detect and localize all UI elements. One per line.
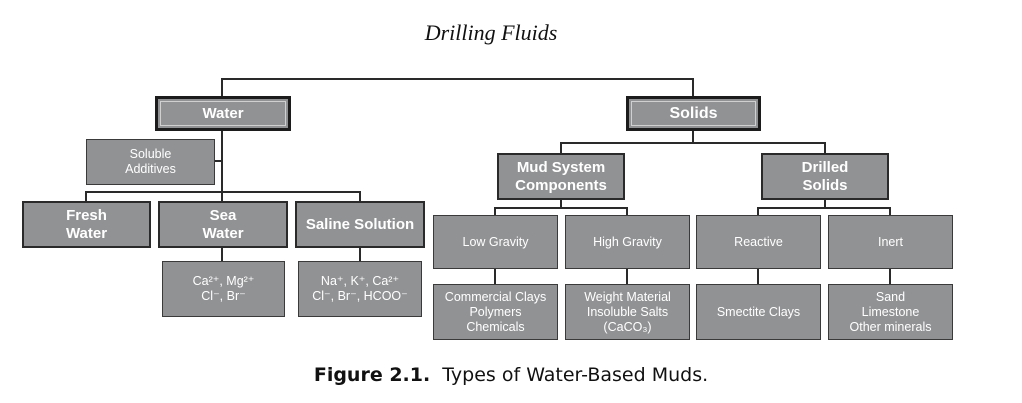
node-label: Solids <box>669 104 718 122</box>
node-label: Fresh <box>66 206 107 224</box>
node-label: Soluble <box>129 147 172 161</box>
node-label: Limestone <box>861 304 920 319</box>
node-solids: Solids <box>626 96 761 131</box>
node-label: Inert <box>877 234 903 249</box>
node-label: Components <box>515 176 607 194</box>
node-saline-ions: Na⁺, K⁺, Ca²⁺ Cl⁻, Br⁻, HCOO⁻ <box>298 261 422 317</box>
figure-label: Figure 2.1. <box>313 364 431 386</box>
node-inert: Inert <box>828 215 953 269</box>
node-high-gravity: High Gravity <box>565 215 690 269</box>
node-label: Weight Material <box>584 289 671 304</box>
node-label: Commercial Clays <box>444 289 547 304</box>
node-label: Cl⁻, Br⁻, HCOO⁻ <box>312 289 408 303</box>
node-reactive: Reactive <box>696 215 821 269</box>
node-label: Water <box>65 224 108 242</box>
node-label: Smectite Clays <box>716 304 801 319</box>
node-label: Drilled <box>801 158 849 176</box>
node-mud-system-components: Mud System Components <box>497 153 625 200</box>
node-label: Insoluble Salts <box>586 304 669 319</box>
node-saline-solution: Saline Solution <box>295 201 425 248</box>
node-low-gravity: Low Gravity <box>433 215 558 269</box>
node-label: Mud System <box>516 158 606 176</box>
node-label: Reactive <box>734 234 783 249</box>
node-drilled-solids: Drilled Solids <box>761 153 889 200</box>
node-label: High Gravity <box>593 234 662 249</box>
node-sea-water-ions: Ca²⁺, Mg²⁺ Cl⁻, Br⁻ <box>162 261 285 317</box>
node-soluble-additives: Soluble Additives <box>86 139 215 185</box>
node-reactive-items: Smectite Clays <box>696 284 821 340</box>
node-label: Saline Solution <box>305 215 415 233</box>
node-label: Water <box>202 104 244 122</box>
node-label: Cl⁻, Br⁻ <box>201 289 246 303</box>
diagram-title: Drilling Fluids <box>424 20 558 45</box>
node-label: Additives <box>125 162 176 176</box>
node-sea-water: Sea Water <box>158 201 288 248</box>
node-label: Na⁺, K⁺, Ca²⁺ <box>320 274 400 288</box>
node-water: Water <box>155 96 291 131</box>
figure-text: Types of Water-Based Muds. <box>442 364 709 386</box>
node-label: Low Gravity <box>462 234 529 249</box>
figure-caption: Figure 2.1. Types of Water-Based Muds. <box>0 364 1022 386</box>
node-fresh-water: Fresh Water <box>22 201 151 248</box>
node-label: Ca²⁺, Mg²⁺ <box>192 274 255 288</box>
node-high-gravity-items: Weight Material Insoluble Salts (CaCO₃) <box>565 284 690 340</box>
node-label: Polymers <box>469 304 522 319</box>
node-label: Other minerals <box>849 319 932 334</box>
node-inert-items: Sand Limestone Other minerals <box>828 284 953 340</box>
node-low-gravity-items: Commercial Clays Polymers Chemicals <box>433 284 558 340</box>
node-label: Chemicals <box>466 319 525 334</box>
node-label: (CaCO₃) <box>603 319 652 334</box>
node-label: Sea <box>209 206 237 224</box>
node-label: Sand <box>875 289 906 304</box>
node-label: Solids <box>802 176 848 194</box>
node-label: Water <box>202 224 244 242</box>
